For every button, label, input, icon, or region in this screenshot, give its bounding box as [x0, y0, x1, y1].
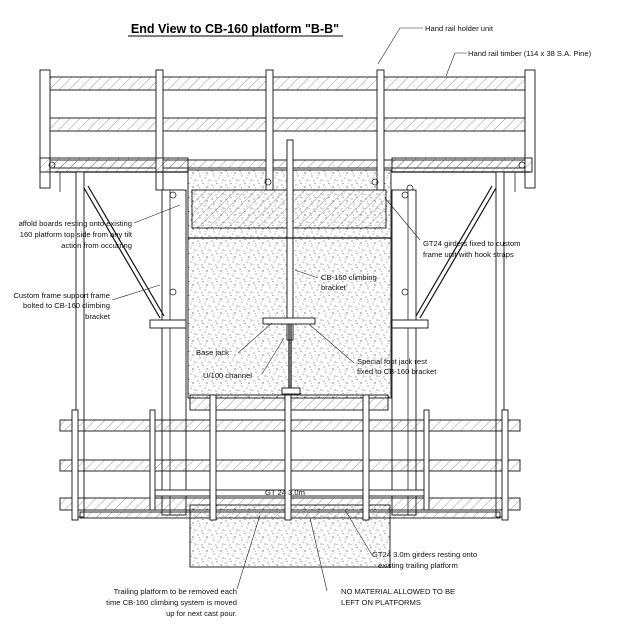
label-foot-jack-1: Special foot jack rest [357, 357, 428, 366]
label-no-material-2: LEFT ON PLATFORMS [341, 598, 421, 607]
label-cb160-bracket-2: bracket [321, 283, 347, 292]
label-gt24-custom-1: GT24 girders fixed to custom [423, 239, 521, 248]
label-hand-rail-holder: Hand rail holder unit [425, 24, 494, 33]
label-gt24-trailing-1: GT24 3.0m girders resting onto [372, 550, 477, 559]
drawing-title: End View to CB-160 platform "B-B" [131, 22, 339, 36]
label-trailing-platform-3: up for next cast pour. [166, 609, 237, 618]
label-gt24-trailing-2: existing trailing platform [378, 561, 458, 570]
leader-lines [111, 27, 467, 592]
label-trailing-platform-2: time CB-160 climbing system is moved [106, 598, 237, 607]
label-trailing-platform-1: Trailing platform to be removed each [114, 587, 237, 596]
label-hand-rail-timber: Hand rail timber (114 x 38 S.A. Pine) [468, 49, 592, 58]
label-scaffold-boards-1: affold boards resting onto existing [19, 219, 132, 228]
label-foot-jack-2: fixed to CB-160 bracket [357, 367, 437, 376]
trailing-posts [71, 394, 509, 521]
label-cb160-bracket-1: CB-160 climbing [321, 273, 377, 282]
label-base-jack: Base jack [196, 348, 229, 357]
label-no-material-1: NO MATERIAL ALLOWED TO BE [341, 587, 455, 596]
label-custom-frame-1: Custom frame support frame [13, 291, 110, 300]
girder-tag: GT 24 3.0m [265, 488, 305, 497]
base-jack [262, 317, 316, 395]
label-gt24-custom-2: frame unit with hook straps [423, 250, 514, 259]
label-u100-channel: U/100 channel [203, 371, 252, 380]
label-custom-frame-3: bracket [85, 312, 111, 321]
label-custom-frame-2: bolted to CB-160 climbing [23, 301, 110, 310]
top-rail-posts [39, 69, 536, 341]
label-scaffold-boards-3: action from occurring [61, 241, 132, 250]
label-scaffold-boards-2: 160 platform top side from any tilt [20, 230, 133, 239]
